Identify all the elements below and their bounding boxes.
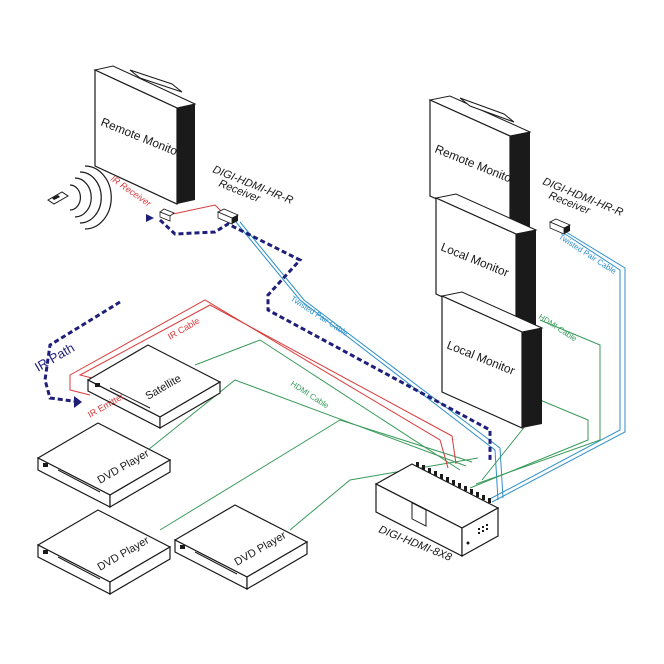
ir-path-label: IR Path (32, 340, 77, 375)
ir-receiver-arrow (146, 214, 154, 222)
ir-path (43, 218, 492, 462)
receiver-2: DIGI-HDMI-HR-R Receiver (541, 176, 625, 235)
dvd-player-1: DVD Player (36, 422, 172, 509)
twisted-pair-label-2: Twisted Pair Cable (557, 232, 618, 276)
local-monitor-2: Local Monitor (440, 291, 544, 429)
receiver-1: DIGI-HDMI-HR-R Receiver (211, 164, 295, 225)
remote-control-icon (47, 165, 112, 230)
ir-cables (69, 204, 457, 469)
ir-path-arrow (74, 396, 82, 408)
ir-receiver-device (159, 208, 175, 222)
dvd-player-2: DVD Player (36, 509, 172, 596)
hdmi-cable-label-1: HDMI Cable (289, 379, 331, 411)
satellite-box: Satellite (86, 344, 222, 430)
hdmi-cable-label-2: HDMI Cable (537, 312, 579, 344)
dvd-player-3: DVD Player (173, 504, 309, 591)
switch-digi-hdmi-8x8 (374, 462, 500, 558)
twisted-pair-cables-1 (235, 221, 504, 501)
twisted-pair-cables-2 (487, 231, 626, 503)
twisted-pair-label-1: Twisted Pair Cable (289, 294, 350, 338)
remote-monitor-1: Remote Monitor (93, 65, 197, 205)
